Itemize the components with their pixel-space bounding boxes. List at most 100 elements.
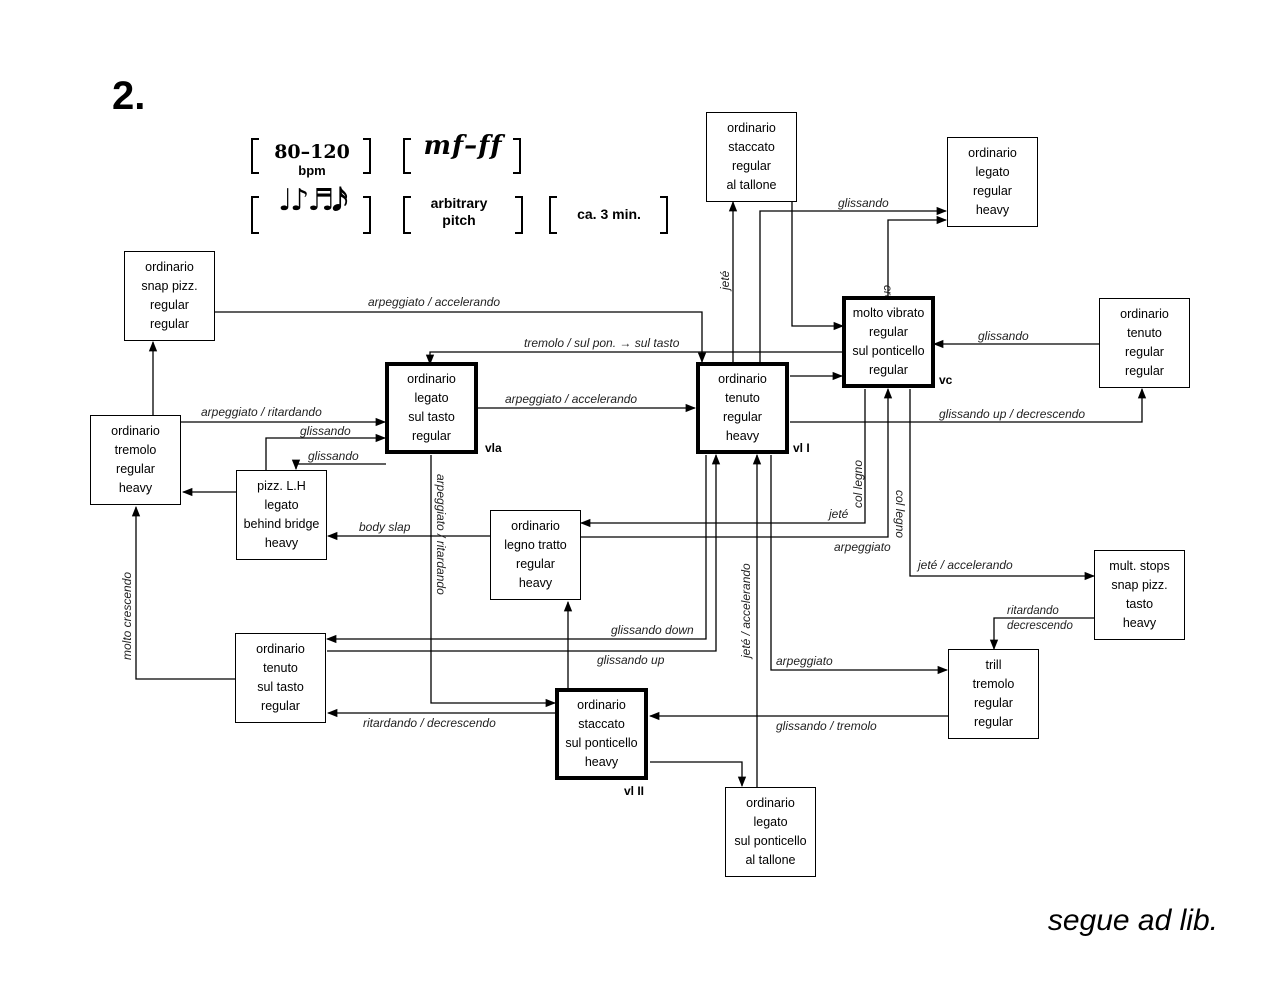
bracket [549, 196, 557, 234]
node-line: al tallone [726, 178, 777, 192]
node-line: regular [1125, 345, 1164, 359]
edge-vla-to-vl2 [430, 455, 557, 708]
edge-staccato-to-vc [791, 202, 845, 331]
node-line: tenuto [263, 661, 298, 675]
node-line: regular [150, 298, 189, 312]
node-line: tenuto [1127, 326, 1162, 340]
edge-label: arpeggiato [834, 540, 891, 554]
node-line: ordinario [577, 698, 626, 712]
node-line: snap pizz. [141, 279, 198, 293]
bracket [515, 196, 523, 234]
edge-label: glissando [838, 196, 889, 210]
node-line: legato [414, 391, 449, 405]
edge-vc-to-legno [579, 389, 866, 528]
node-line: ordinario [746, 796, 795, 810]
node-vl1-ordinario-tenuto: ordinario tenuto regular heavy [696, 362, 789, 454]
node-line: sul ponticello [852, 344, 925, 358]
edge-label: jeté [827, 507, 849, 521]
node-line: sul ponticello [734, 834, 807, 848]
node-line: pizz. L.H [257, 479, 306, 493]
tempo-marking: 80–120 bpm [262, 143, 362, 179]
node-line: snap pizz. [1111, 578, 1168, 592]
edge-label: molto crescendo [120, 572, 134, 660]
edge-pizz-to-vla [265, 433, 387, 470]
bracket [403, 196, 411, 234]
node-line: heavy [584, 755, 619, 769]
node-pizz-lh: pizz. L.H legato behind bridge heavy [236, 470, 327, 560]
edge-label: body slap [359, 520, 411, 534]
node-line: trill [985, 658, 1002, 672]
node-line: ordinario [718, 372, 767, 386]
edge-label: arpeggiato / ritardando [434, 474, 448, 595]
node-line: ordinario [111, 424, 160, 438]
node-line: regular [869, 363, 908, 377]
edge-label: jeté / accelerando [916, 558, 1013, 572]
node-line: regular [412, 429, 451, 443]
edge-label: glissando down [611, 623, 694, 637]
node-line: tenuto [725, 391, 760, 405]
edge-label: arpeggiato / accelerando [368, 295, 500, 309]
section-number: 2. [112, 74, 146, 118]
node-line: heavy [118, 481, 153, 495]
node-line: legato [264, 498, 299, 512]
edge-tenuto-sultasto-to-tremolo [131, 505, 236, 680]
edge-vl1-to-tenuto-sultasto [325, 455, 707, 644]
node-line: regular [732, 159, 771, 173]
edge-label: jeté / accelerando [739, 563, 753, 660]
instrument-label-vl1: vl I [793, 441, 810, 455]
node-line: ordinario [511, 519, 560, 533]
edge-vla-to-pizz [291, 459, 386, 471]
instrument-label-vla: vla [485, 441, 502, 455]
node-line: regular [516, 557, 555, 571]
node-line: regular [723, 410, 762, 424]
edge-tenuto-sultasto-to-vl1 [327, 453, 721, 652]
node-line: heavy [518, 576, 553, 590]
node-line: heavy [264, 536, 299, 550]
node-line: legno tratto [504, 538, 567, 552]
node-line: legato [753, 815, 788, 829]
node-line: ordinario [968, 146, 1017, 160]
segue-instruction: segue ad lib. [1047, 904, 1218, 937]
edge-legno-to-vc [580, 387, 893, 538]
edge-label: glissando up [597, 653, 665, 667]
node-line: behind bridge [243, 517, 320, 531]
edge-label: tremolo / sul pon. → sul tasto [524, 336, 680, 350]
node-ordinario-legno-tratto: ordinario legno tratto regular heavy [490, 510, 581, 600]
edge-label: glissando [300, 424, 351, 438]
dynamics-marking: mf–ff [423, 131, 503, 161]
node-line: legato [975, 165, 1010, 179]
edge-vc-to-legato-heavy [887, 215, 948, 296]
edge-label: col legno [893, 490, 907, 538]
edge-label: ritardando / decrescendo [363, 716, 496, 730]
edge-label: arpeggiato / ritardando [201, 405, 322, 419]
bracket [251, 138, 259, 174]
node-line: staccato [728, 140, 775, 154]
node-line: sul tasto [257, 680, 304, 694]
tempo-unit: bpm [298, 163, 326, 178]
instrument-label-vl2: vl II [624, 784, 645, 798]
edge-label: glissando / tremolo [776, 719, 877, 733]
node-line: ordinario [407, 372, 456, 386]
edge-multstops-to-trill [989, 617, 1095, 651]
node-line: sul ponticello [565, 736, 638, 750]
node-line: heavy [725, 429, 760, 443]
node-line: regular [974, 696, 1013, 710]
node-line: regular [261, 699, 300, 713]
node-line: regular [974, 715, 1013, 729]
node-trill-tremolo: trill tremolo regular regular [948, 649, 1039, 739]
node-line: regular [1125, 364, 1164, 378]
node-line: regular [150, 317, 189, 331]
node-line: tremolo [972, 677, 1015, 691]
